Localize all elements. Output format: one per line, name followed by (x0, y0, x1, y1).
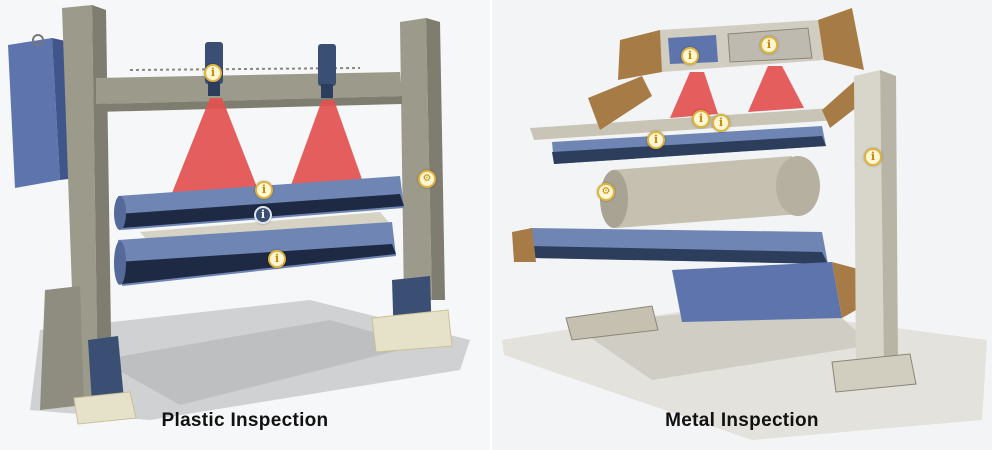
floor-shadow-inner (100, 320, 420, 405)
laser-beam-right (290, 100, 364, 188)
laser-beam-right (748, 66, 804, 112)
info-hotspot[interactable]: i (760, 36, 778, 54)
laser-beam-left (170, 98, 260, 198)
info-icon: i (698, 112, 704, 125)
left-foot (565, 305, 659, 341)
info-icon: i (210, 66, 216, 79)
info-hotspot[interactable]: i (647, 131, 665, 149)
plastic-inspection-panel: i i i i ⚙ Plastic Inspection (0, 0, 490, 450)
top-beam (96, 67, 402, 112)
bottom-enclosure (672, 262, 842, 322)
info-icon: i (653, 133, 659, 146)
info-hotspot[interactable]: i (712, 114, 730, 132)
info-hotspot[interactable]: i (204, 64, 222, 82)
tool-hotspot[interactable]: ⚙ (597, 183, 615, 201)
info-icon: i (687, 49, 693, 62)
laser-beam-left (670, 72, 718, 118)
metal-inspection-model[interactable] (492, 0, 992, 450)
right-column (371, 18, 453, 353)
top-housing (618, 8, 864, 80)
info-icon: i (260, 208, 266, 221)
info-hotspot[interactable]: i (268, 250, 286, 268)
info-icon: i (870, 150, 876, 163)
main-drum (600, 156, 820, 228)
lower-roller (114, 222, 396, 286)
right-column (831, 70, 917, 393)
wrench-icon: ⚙ (601, 186, 611, 197)
panel-caption: Plastic Inspection (161, 410, 329, 431)
info-hotspot[interactable]: i (255, 181, 273, 199)
info-hotspot[interactable]: i (254, 206, 272, 224)
wrench-icon: ⚙ (422, 173, 432, 184)
info-icon: i (718, 116, 724, 129)
metal-inspection-panel: i i i i i i ⚙ Metal Inspection (492, 0, 992, 450)
plastic-inspection-model[interactable] (0, 0, 490, 450)
info-hotspot[interactable]: i (864, 148, 882, 166)
lower-roller (512, 228, 828, 264)
upper-sensor-bar (530, 108, 838, 164)
bottom-bracket (832, 262, 862, 318)
tool-hotspot[interactable]: ⚙ (418, 170, 436, 188)
info-icon: i (766, 38, 772, 51)
panel-caption: Metal Inspection (665, 410, 819, 431)
info-hotspot[interactable]: i (692, 110, 710, 128)
left-bracket (588, 76, 652, 130)
info-icon: i (261, 183, 267, 196)
info-hotspot[interactable]: i (681, 47, 699, 65)
camera-right (318, 44, 336, 98)
info-icon: i (274, 252, 280, 265)
